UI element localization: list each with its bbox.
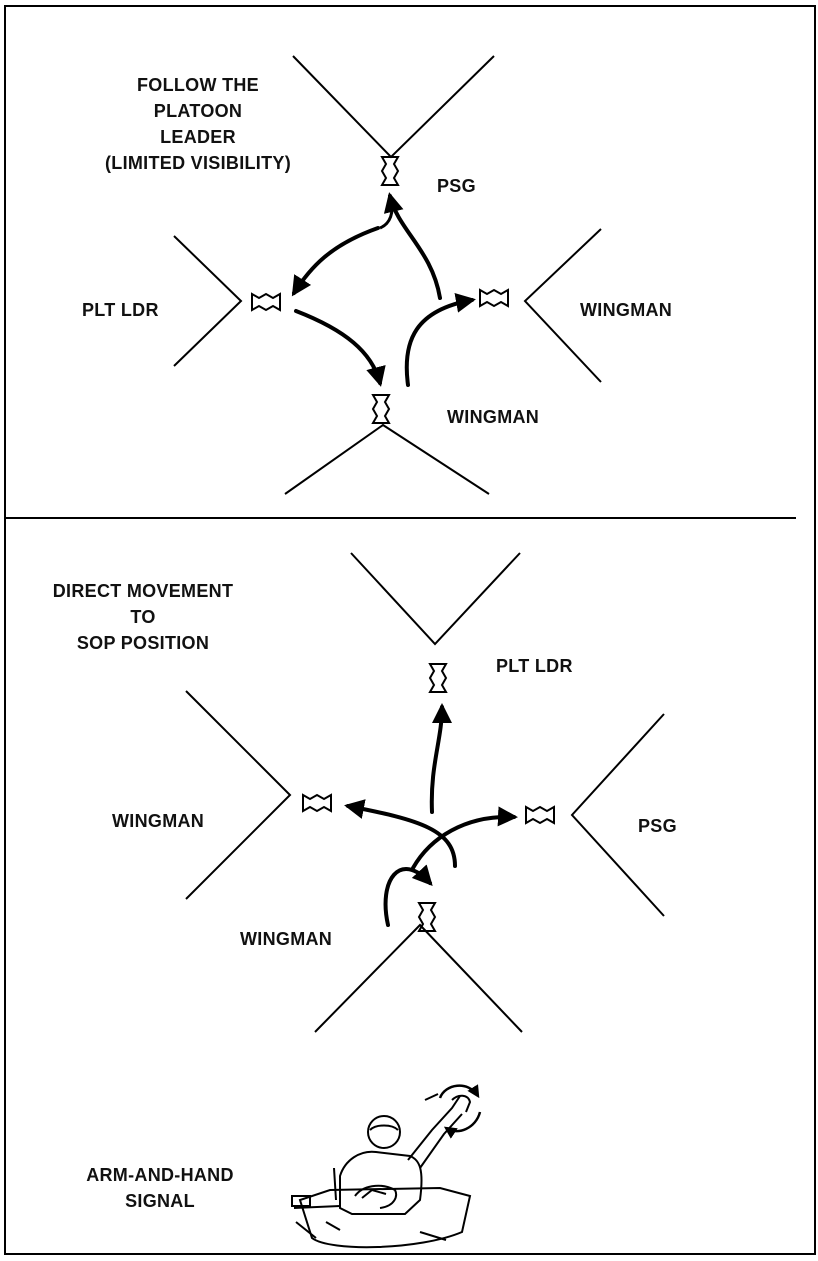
- top-title-line-4: (LIMITED VISIBILITY): [105, 153, 291, 173]
- bottom-sector-wingman-bottom: [314, 923, 523, 1033]
- top-title-line-3: LEADER: [160, 127, 236, 147]
- helmet-icon: [367, 1115, 401, 1149]
- bottom-movement-arrows: [344, 703, 518, 927]
- tank-icon: [525, 805, 555, 825]
- bottom-sector-lines: [185, 552, 665, 1033]
- bottom-title-line-1: DIRECT MOVEMENT: [52, 581, 234, 601]
- top-movement-arrows: [291, 192, 476, 387]
- bottom-label-plt-ldr: PLT LDR: [496, 656, 573, 676]
- top-label-wingman-right: WINGMAN: [580, 300, 673, 320]
- signal-caption-line-1: ARM-AND-HAND: [86, 1165, 234, 1185]
- bottom-tank-plt-ldr: [428, 663, 448, 693]
- bottom-sector-plt-ldr: [350, 552, 521, 646]
- bottom-label-wingman-bottom: WINGMAN: [240, 929, 333, 949]
- movement-arrow: [411, 806, 518, 870]
- top-title-line-1: FOLLOW THE: [137, 75, 259, 95]
- bottom-title-line-3: SOP POSITION: [76, 633, 210, 653]
- movement-arrow: [383, 864, 433, 927]
- movement-arrow: [429, 703, 452, 814]
- tank-icon: [479, 288, 509, 308]
- top-sector-wingman-bottom: [284, 423, 490, 495]
- top-tank-wingman-bottom: [371, 394, 391, 424]
- top-label-wingman-bottom: WINGMAN: [447, 407, 540, 427]
- movement-arrow: [291, 226, 380, 297]
- bottom-sector-psg: [570, 713, 665, 917]
- movement-arrow: [404, 292, 476, 387]
- top-tank-psg: [380, 156, 400, 186]
- tank-icon: [417, 902, 437, 932]
- signal-caption: ARM-AND-HAND SIGNAL: [72, 1162, 248, 1214]
- top-sector-psg: [292, 55, 495, 159]
- bottom-sector-wingman-left: [185, 690, 292, 900]
- top-tank-plt-ldr: [251, 292, 281, 312]
- bottom-title-line-2: TO: [130, 607, 156, 627]
- panel-border: [4, 5, 816, 1255]
- top-sector-wingman-right: [523, 228, 602, 383]
- tank-commander-signal-figure: [291, 1084, 482, 1249]
- tank-icon: [380, 156, 400, 186]
- movement-arrow: [344, 799, 457, 868]
- signal-caption-line-2: SIGNAL: [125, 1191, 195, 1211]
- top-sector-lines: [173, 55, 602, 495]
- top-tank-wingman-right: [479, 288, 509, 308]
- tank-icon: [251, 292, 281, 312]
- tank-icon: [371, 394, 391, 424]
- bottom-tank-wingman-left: [302, 793, 332, 813]
- movement-arrow-branch: [379, 197, 394, 230]
- bottom-panel-title: DIRECT MOVEMENT TO SOP POSITION: [34, 578, 252, 656]
- bottom-label-wingman-left: WINGMAN: [112, 811, 205, 831]
- tank-icon: [302, 793, 332, 813]
- bottom-tank-psg: [525, 805, 555, 825]
- movement-arrow: [294, 309, 386, 387]
- top-title-line-2: PLATOON: [153, 101, 243, 121]
- top-sector-plt-ldr: [173, 235, 243, 367]
- bottom-tank-wingman-bottom: [417, 902, 437, 932]
- movement-arrow: [383, 192, 442, 300]
- top-label-plt-ldr: PLT LDR: [82, 300, 159, 320]
- top-label-psg: PSG: [437, 176, 476, 196]
- top-panel-title: FOLLOW THE PLATOON LEADER (LIMITED VISIB…: [98, 72, 298, 176]
- tank-icon: [428, 663, 448, 693]
- bottom-label-psg: PSG: [638, 816, 677, 836]
